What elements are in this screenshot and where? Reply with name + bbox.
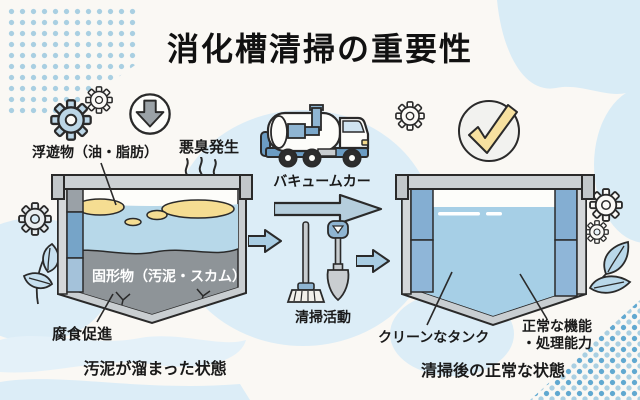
- normal-function-line2: ・処理能力: [522, 336, 592, 352]
- cleaning-activity-label: 清掃活動: [295, 310, 351, 326]
- dirty-tank-caption: 汚泥が溜まった状態: [83, 359, 227, 378]
- normal-function-line1: 正常な機能: [522, 319, 592, 335]
- big-right-arrow-icon: [274, 194, 383, 224]
- gear-icon: [395, 101, 425, 131]
- solids-label: 固形物（汚泥・スカム）: [92, 269, 246, 285]
- small-right-arrow-icon: [356, 248, 392, 274]
- vacuum-truck-icon: [260, 104, 370, 168]
- corrosion-label: 腐食促進: [52, 325, 113, 343]
- leaf-icon: [588, 240, 632, 294]
- check-icon: [458, 100, 520, 162]
- clean-tank: [395, 174, 595, 327]
- floating-matter-label: 浮遊物（油・脂肪）: [32, 145, 158, 161]
- clean-tank-caption: 清掃後の正常な状態: [420, 361, 565, 380]
- page-title: 消化槽清掃の重要性: [166, 30, 473, 68]
- odor-label: 悪臭発生: [179, 138, 240, 156]
- shovel-icon: [326, 220, 350, 302]
- small-right-arrow-icon: [248, 228, 284, 254]
- vacuum-truck-label: バキュームカー: [273, 174, 371, 190]
- dirty-tank: [51, 174, 253, 325]
- cleaning-tools-icon: [286, 220, 350, 303]
- normal-function-label: 正常な機能 ・処理能力: [522, 319, 592, 353]
- gear-icon: [85, 86, 113, 114]
- clean-tank-label: クリーンなタンク: [378, 330, 490, 346]
- broom-icon: [286, 221, 326, 303]
- down-arrow-icon: [129, 93, 171, 135]
